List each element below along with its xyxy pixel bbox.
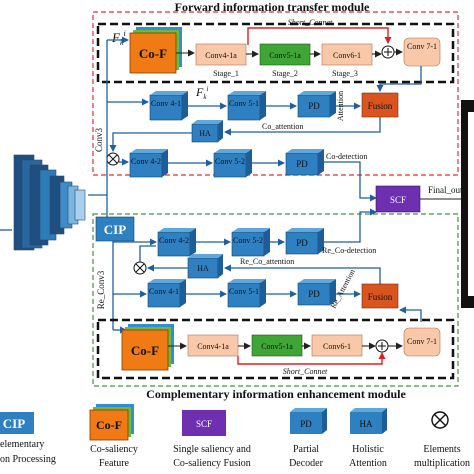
comp-conv6-1-label: Conv6-1 — [323, 342, 351, 351]
legend-scf-line1: Single saliency and — [173, 444, 251, 455]
forward-row3 — [129, 149, 324, 178]
legend-ha-line2: Attention — [349, 458, 387, 469]
legend-cof-icon — [89, 409, 129, 441]
forward-fk2-label: Fki — [195, 85, 208, 101]
forward-row3-conv4-2: Conv 4-2 — [131, 157, 161, 166]
legend-ha-symbol: HA — [360, 419, 373, 429]
legend-cof-line2: Feature — [99, 458, 130, 469]
comp-ha-label: HA — [197, 264, 209, 273]
legend-pd-icon — [290, 412, 322, 434]
comp-row1-conv4-2: Conv 4-2 — [159, 236, 189, 245]
comp-row3-fusion: Fusion — [368, 292, 393, 302]
comp-row1-conv5-2: Conv 5-2 — [233, 236, 263, 245]
forward-co-attention-label: Co_attention — [262, 122, 303, 131]
comp-row3 — [147, 279, 399, 309]
forward-row3-pd: PD — [296, 159, 308, 169]
re-co-detection-label: Re_Co-detection — [322, 246, 376, 255]
forward-short-connect-label: Short_Connet — [288, 18, 333, 27]
legend-scf-icon — [182, 410, 226, 436]
comp-conv5-1a-label: Conv5-1a — [261, 342, 293, 351]
final-out-label: Final_out — [428, 185, 463, 195]
forward-module-title: Forward information transfer module — [175, 0, 370, 14]
forward-conv7-1-label: Conv 7-1 — [407, 42, 437, 51]
comp-row1 — [157, 228, 324, 257]
forward-ha-label: HA — [199, 129, 211, 138]
forward-conv6-1-label: Conv6-1 — [333, 51, 361, 60]
forward-row1-pd: PD — [308, 101, 320, 111]
forward-cof-block — [129, 32, 177, 74]
re-conv3-label: Re_Conv3 — [96, 270, 106, 309]
comp-encoder-frame — [96, 318, 455, 380]
comp-conv4-1a-label: Conv4-1a — [197, 342, 229, 351]
forward-stage-2: Stage_2 — [272, 69, 298, 78]
forward-fk-label: Fki — [111, 29, 126, 47]
legend-pd-line2: Decoder — [289, 458, 324, 469]
comp-row3-pd: PD — [308, 289, 320, 299]
legend-cip-line2: on Processing — [0, 454, 56, 465]
forward-conv5-1a-label: Conv5-1a — [269, 51, 301, 60]
forward-stage-1: Stage_1 — [213, 69, 239, 78]
legend-cip-line1: elementary — [0, 439, 44, 450]
legend-scf-line2: Co-saliency Fusion — [173, 458, 251, 469]
legend: CIP elementary on Processing Co-F Co-sal… — [0, 404, 470, 469]
forward-cof-label: Co-F — [139, 46, 167, 61]
backbone-stack — [13, 154, 86, 251]
forward-stage-3: Stage_3 — [332, 69, 358, 78]
comp-row3-conv4-1: Conv 4-1 — [149, 287, 179, 296]
scf-label: SCF — [390, 195, 406, 205]
forward-row1 — [149, 91, 399, 121]
comp-row3-conv5-1: Conv 5-1 — [229, 287, 259, 296]
complementary-module-frame — [92, 213, 459, 387]
comp-row1-pd: PD — [296, 238, 308, 248]
forward-short-connect-line — [247, 27, 392, 45]
comp-cof-block — [121, 329, 169, 371]
comp-conv7-1 — [403, 327, 441, 357]
legend-pd-line1: Partial — [293, 444, 319, 455]
forward-row1-conv5-1: Conv 5-1 — [229, 99, 259, 108]
forward-row1-conv4-1: Conv 4-1 — [151, 99, 181, 108]
conv3-label: Conv3 — [94, 128, 104, 153]
forward-encoder-frame — [96, 22, 455, 84]
forward-conv7-1 — [403, 37, 441, 67]
comp-conv7-1-label: Conv 7-1 — [407, 337, 437, 346]
comp-cof-label: Co-F — [131, 343, 159, 358]
cip-label: CIP — [104, 222, 126, 237]
forward-sum-plus — [384, 48, 392, 56]
legend-ha-icon — [350, 412, 382, 434]
legend-multiply-line1: Elements — [423, 444, 460, 455]
legend-cof-line1: Co-saliency — [90, 444, 138, 455]
complementary-module-title: Complementary information enhancement mo… — [146, 387, 406, 401]
legend-cip-icon — [0, 412, 34, 434]
legend-pd-symbol: PD — [300, 419, 312, 429]
forward-row3-conv5-2: Conv 5-2 — [215, 157, 245, 166]
re-co-attention-label: Re_Co_attention — [240, 257, 294, 266]
cip-block — [95, 216, 135, 242]
legend-cof-symbol: Co-F — [96, 418, 122, 432]
forward-row1-fusion: Fusion — [368, 101, 393, 111]
legend-ha-line1: Holistic — [352, 444, 384, 455]
comp-short-connect-label: Short_Connet — [283, 367, 328, 376]
forward-attention-label: Attention — [336, 91, 345, 121]
forward-conv4-1a-label: Conv4-1a — [205, 51, 237, 60]
forward-co-detection-label: Co-detection — [326, 152, 367, 161]
legend-cip-symbol: CIP — [3, 416, 25, 431]
legend-multiply-line2: multiplication — [414, 458, 470, 469]
forward-ha-block — [191, 120, 223, 143]
legend-scf-symbol: SCF — [196, 419, 212, 429]
